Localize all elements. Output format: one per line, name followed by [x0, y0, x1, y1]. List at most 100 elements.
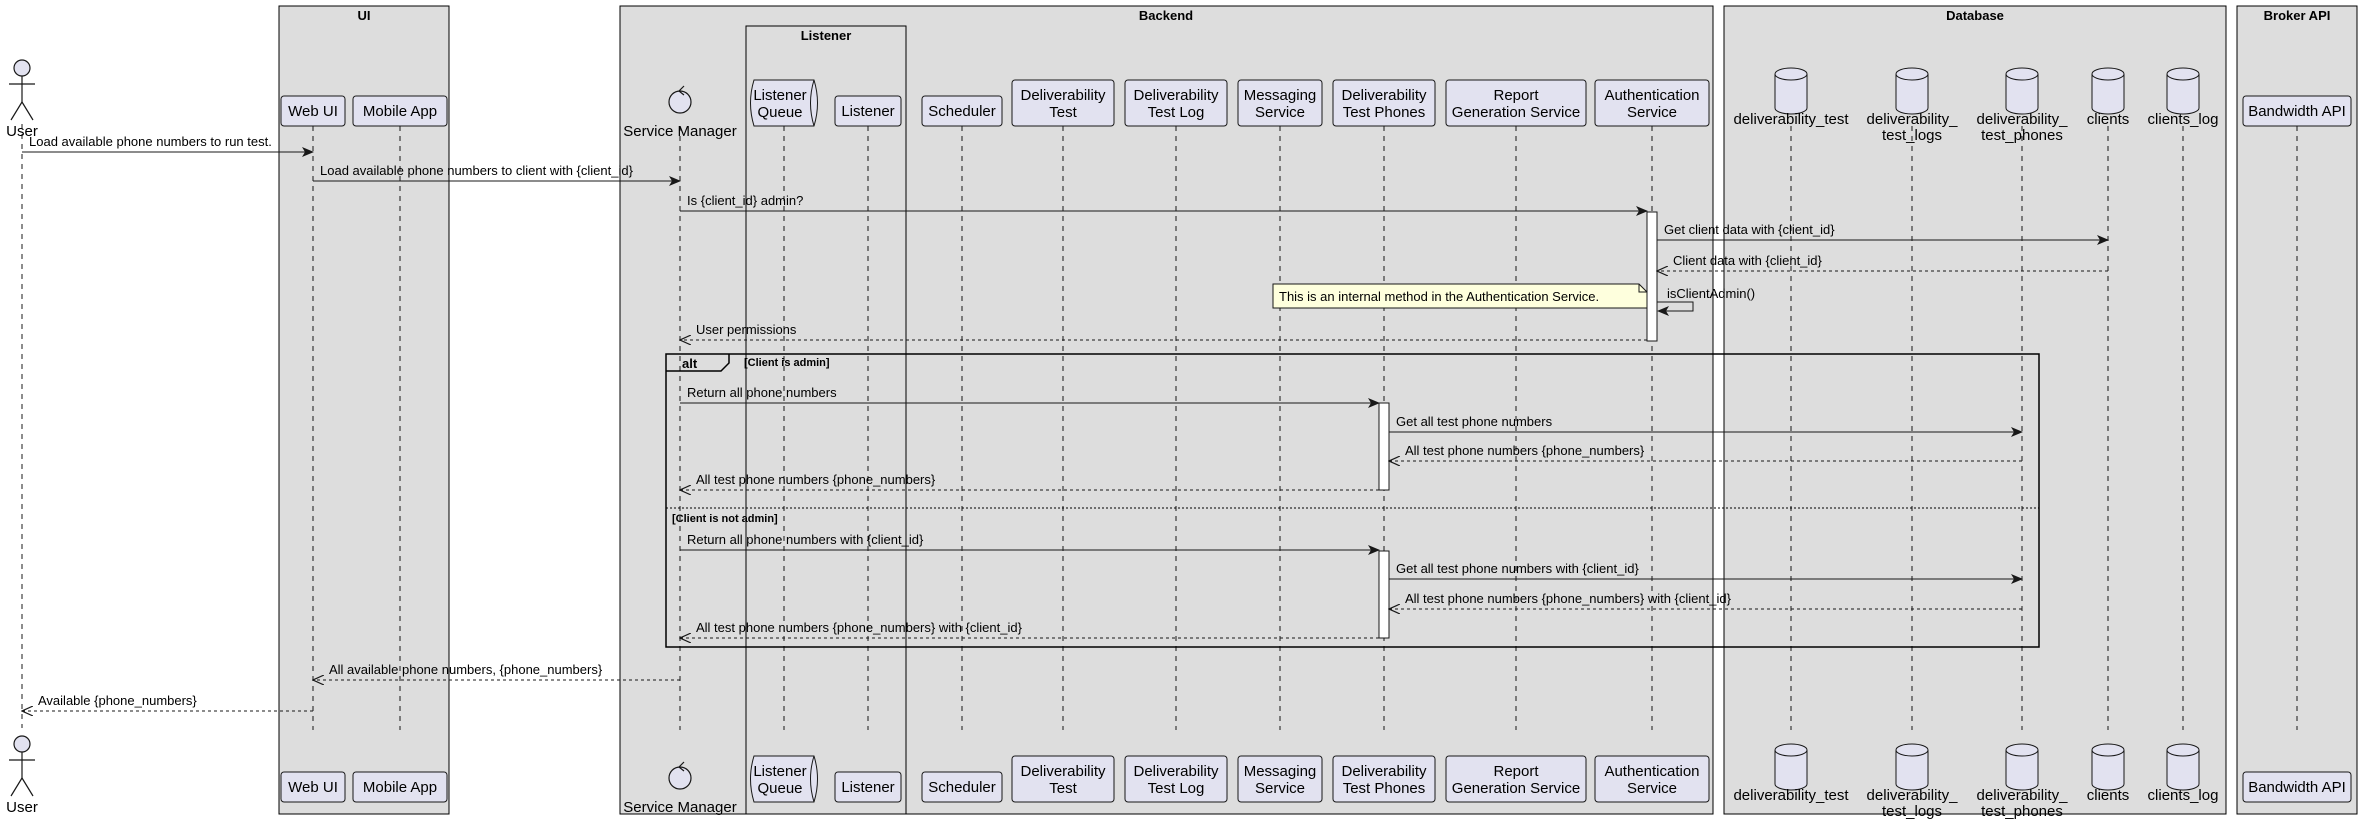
participant-label: Deliverability [1020, 87, 1106, 104]
participant-label: Service Manager [623, 123, 736, 140]
participant-label: Authentication [1604, 763, 1699, 780]
group-box-backend [619, 5, 1714, 815]
participant-db_dtp-bottom: deliverability_test_phones [1977, 743, 2068, 820]
participant-label: Listener [841, 779, 894, 796]
participant-label: Generation Service [1452, 780, 1580, 797]
group-title-broker: Broker API [2264, 8, 2331, 23]
participant-sched-top: Scheduler [921, 95, 1003, 127]
participant-label: Queue [757, 780, 802, 797]
database-icon [2166, 743, 2200, 791]
group-title-ui: UI [358, 8, 371, 23]
participant-box [1445, 79, 1587, 127]
message-12: Return all phone numbers with {client_id… [680, 532, 1380, 555]
participant-label: Bandwidth API [2248, 103, 2346, 120]
participant-box [2242, 771, 2352, 803]
participant-label: Report [1493, 763, 1539, 780]
participant-label: Test Log [1148, 780, 1205, 797]
database-icon [2166, 67, 2200, 115]
message-17: Available {phone_numbers} [22, 693, 313, 711]
group-listener: Listener [745, 25, 907, 815]
message-8: Return all phone numbers [680, 385, 1380, 408]
participant-box [280, 771, 346, 803]
alt-keyword: alt [682, 356, 698, 371]
participant-label: Messaging [1244, 87, 1317, 104]
participant-sched-bottom: Scheduler [921, 771, 1003, 803]
message-label: User permissions [696, 322, 797, 337]
participant-label: Listener [753, 763, 806, 780]
participant-label: Bandwidth API [2248, 779, 2346, 796]
message-label: Available {phone_numbers} [38, 693, 197, 708]
participant-label: test_logs [1882, 127, 1942, 144]
actor-icon [9, 735, 35, 797]
participant-mobile-top: Mobile App [352, 95, 448, 127]
actor-icon [9, 59, 35, 121]
message-1: Load available phone numbers to run test… [22, 134, 314, 157]
message-arrow [1657, 301, 1694, 316]
participant-label: Test [1049, 780, 1077, 797]
participant-label: Deliverability [1341, 87, 1427, 104]
participant-label: Listener [753, 87, 806, 104]
participant-label: Deliverability [1133, 763, 1219, 780]
message-label: All test phone numbers {phone_numbers} [696, 472, 936, 487]
participant-label: Deliverability [1341, 763, 1427, 780]
participant-box [1445, 755, 1587, 803]
message-13: Get all test phone numbers with {client_… [1389, 561, 2023, 584]
participant-label: deliverability_ [1867, 111, 1959, 128]
message-16: All available phone numbers, {phone_numb… [313, 662, 680, 680]
activation-dtp [1378, 550, 1390, 639]
alt-tab [666, 354, 730, 372]
participant-label: Service [1255, 780, 1305, 797]
message-label: All test phone numbers {phone_numbers} w… [1405, 591, 1732, 606]
database-icon [2091, 67, 2125, 115]
participant-sm-bottom: Service Manager [623, 761, 737, 816]
participant-label: clients_log [2148, 787, 2219, 804]
participant-label: Service [1627, 104, 1677, 121]
participant-box [834, 95, 902, 127]
participant-bw-top: Bandwidth API [2242, 95, 2352, 127]
alt-frame [665, 353, 2040, 648]
participant-db_dtl-bottom: deliverability_test_logs [1867, 743, 1958, 820]
participant-user-bottom: User [6, 735, 38, 816]
participant-webui-top: Web UI [280, 95, 346, 127]
message-15: All test phone numbers {phone_numbers} w… [680, 620, 1379, 638]
participant-label: Scheduler [928, 103, 996, 120]
message-9: Get all test phone numbers [1389, 414, 2023, 437]
alt-condition-admin: [Client is admin] [744, 357, 830, 369]
participant-user-top: User [6, 59, 38, 140]
group-ui: UI [278, 5, 450, 815]
message-label: Load available phone numbers to client w… [320, 163, 634, 178]
message-label: All available phone numbers, {phone_numb… [329, 662, 603, 677]
group-title-backend: Backend [1139, 8, 1193, 23]
participant-label: test_phones [1981, 803, 2063, 820]
participant-label: Service Manager [623, 799, 736, 816]
participant-label: User [6, 799, 38, 816]
participant-label: clients [2087, 111, 2130, 128]
message-label: isClientAdmin() [1667, 286, 1755, 301]
group-box-ui [278, 5, 450, 815]
participant-label: Mobile App [363, 779, 437, 796]
alt-condition-not-admin: [Client is not admin] [672, 513, 778, 525]
participant-label: Scheduler [928, 779, 996, 796]
participant-mobile-bottom: Mobile App [352, 771, 448, 803]
participant-box [1237, 755, 1323, 803]
participant-db_dt-top: deliverability_test [1733, 67, 1849, 128]
activation-bars [1378, 211, 1658, 639]
participant-label: User [6, 123, 38, 140]
message-label: Get client data with {client_id} [1664, 222, 1835, 237]
participant-box [1237, 79, 1323, 127]
participant-box [352, 95, 448, 127]
participant-db_cl-bottom: clients [2087, 743, 2129, 804]
group-title-database: Database [1946, 8, 2004, 23]
participant-box [1594, 79, 1710, 127]
control-icon [668, 761, 692, 790]
